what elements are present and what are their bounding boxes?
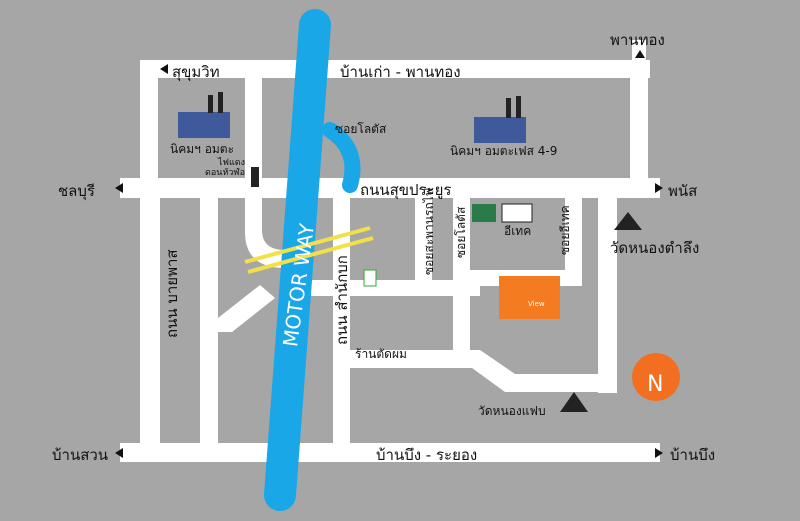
label-phanat: พนัส <box>668 182 698 200</box>
factory-icon <box>474 96 526 143</box>
label-soi-railway: ซอยสะพานรถไฟ <box>422 187 436 275</box>
label-ban-kao-phan-thong: บ้านเก่า - พานทอง <box>340 63 461 81</box>
traffic-light-line2: ดอนหัวฬ่อ <box>205 168 245 178</box>
road-soi-etech <box>565 198 582 286</box>
label-soi-lotus: ซอยโลตัส <box>454 206 468 258</box>
railway-icon <box>244 226 374 274</box>
label-wat-nong-tamlueng: วัดหนองตำลึง <box>610 239 700 257</box>
road-curve <box>245 198 285 268</box>
road-ban-kao-phan-thong <box>140 60 650 78</box>
label-soi-lotus-top: ซอยโลตัส <box>335 122 387 136</box>
label-traffic-light: ไฟแดงดอนหัวฬ่อ <box>200 158 245 178</box>
road-diagonal-west <box>218 285 275 332</box>
label-ban-bueng: บ้านบึง <box>670 446 716 464</box>
north-label: N <box>647 372 664 397</box>
factory-icon <box>178 92 230 138</box>
arrow-right-icon <box>655 183 663 193</box>
north-badge <box>632 353 680 401</box>
road-factory-side <box>245 78 262 178</box>
hotel-logo <box>499 276 560 319</box>
traffic-light-line1: ไฟแดง <box>218 158 245 168</box>
label-amata-4-9: นิคมฯ อมตะเฟส 4-9 <box>450 144 558 158</box>
road-soi-railway <box>415 198 432 296</box>
road-bypass <box>140 198 160 443</box>
temple-icon <box>614 212 642 230</box>
road-cross-mid <box>300 280 480 296</box>
road-wat-nong-faep <box>350 350 617 392</box>
roads <box>120 40 660 462</box>
arrow-right-icon <box>655 448 663 458</box>
label-samnakbok: ถนน สำนักบก <box>333 255 351 345</box>
road-east <box>598 198 617 393</box>
label-chonburi: ชลบุรี <box>58 182 95 200</box>
label-bypass: ถนน บายพาส <box>163 249 181 338</box>
arrow-up-icon <box>635 50 645 58</box>
arrow-left-icon <box>115 183 123 193</box>
etech-building-icon <box>501 203 533 223</box>
hotel-label: View <box>528 300 545 308</box>
arrow-left-icon <box>160 64 168 74</box>
label-amata: นิคมฯ อมตะ <box>170 142 235 156</box>
road-inner-west <box>200 198 218 443</box>
traffic-light-icon <box>251 167 259 187</box>
road-ban-bueng-rayong <box>120 443 660 462</box>
label-ban-suan: บ้านสวน <box>52 446 109 464</box>
arrows <box>115 50 663 458</box>
label-wat-nong-faep: วัดหนองแฟบ <box>478 404 546 418</box>
seven-eleven-icon <box>363 269 377 287</box>
label-soi-etech: ซอยอีเทค <box>558 205 572 255</box>
temple-icon <box>560 392 588 412</box>
road-samnakbok <box>333 198 350 443</box>
motorway-ramp <box>322 122 361 193</box>
label-sukhumvit: สุขุมวิท <box>172 63 220 81</box>
label-phan-thong: พานทอง <box>610 31 665 49</box>
label-barber: ร้านตัดผม <box>355 347 407 361</box>
label-sukprayoon: ถนนสุขประยูร <box>360 181 452 199</box>
arrow-left-icon <box>115 448 123 458</box>
road-sukhumvit-link <box>140 60 158 180</box>
road-phan-thong-link <box>630 60 648 180</box>
label-ban-bueng-rayong: บ้านบึง - ระยอง <box>376 446 478 464</box>
tesco-lotus-icon <box>472 204 496 222</box>
label-etech: อีเทค <box>504 224 532 238</box>
